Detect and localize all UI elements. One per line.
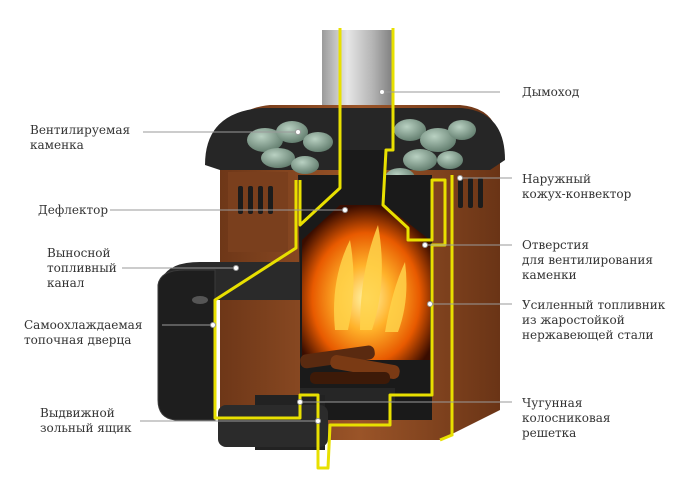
label-ventilated-stove: Вентилируемая каменка [30,123,131,152]
outer-steel-outline [439,175,454,442]
label-outer-casing: Наружный кожух-конвектор [522,172,632,201]
label-door: Самоохлаждаемая топочная дверца [24,318,143,347]
leader-lines [110,91,512,422]
label-remote-fuel-channel: Выносной топливный канал [47,246,117,290]
vent-slots-left [238,186,273,214]
label-firebox: Усиленный топливник из жаростойкой нержа… [522,298,666,342]
flame-tongues [334,225,407,332]
label-deflector: Дефлектор [38,203,109,217]
firewood-icon [300,345,400,384]
label-grate: Чугунная колосниковая решетка [522,396,611,440]
door-logo [192,296,208,304]
label-ash-box: Выдвижной зольный ящик [40,406,132,435]
label-chimney: Дымоход [522,85,580,99]
vent-slots-right [458,178,483,208]
ash-drawer [218,405,328,447]
leader-dots [210,89,463,424]
label-vent-holes: Отверстия для вентилирования каменки [522,238,653,282]
firebox-door [157,269,216,421]
